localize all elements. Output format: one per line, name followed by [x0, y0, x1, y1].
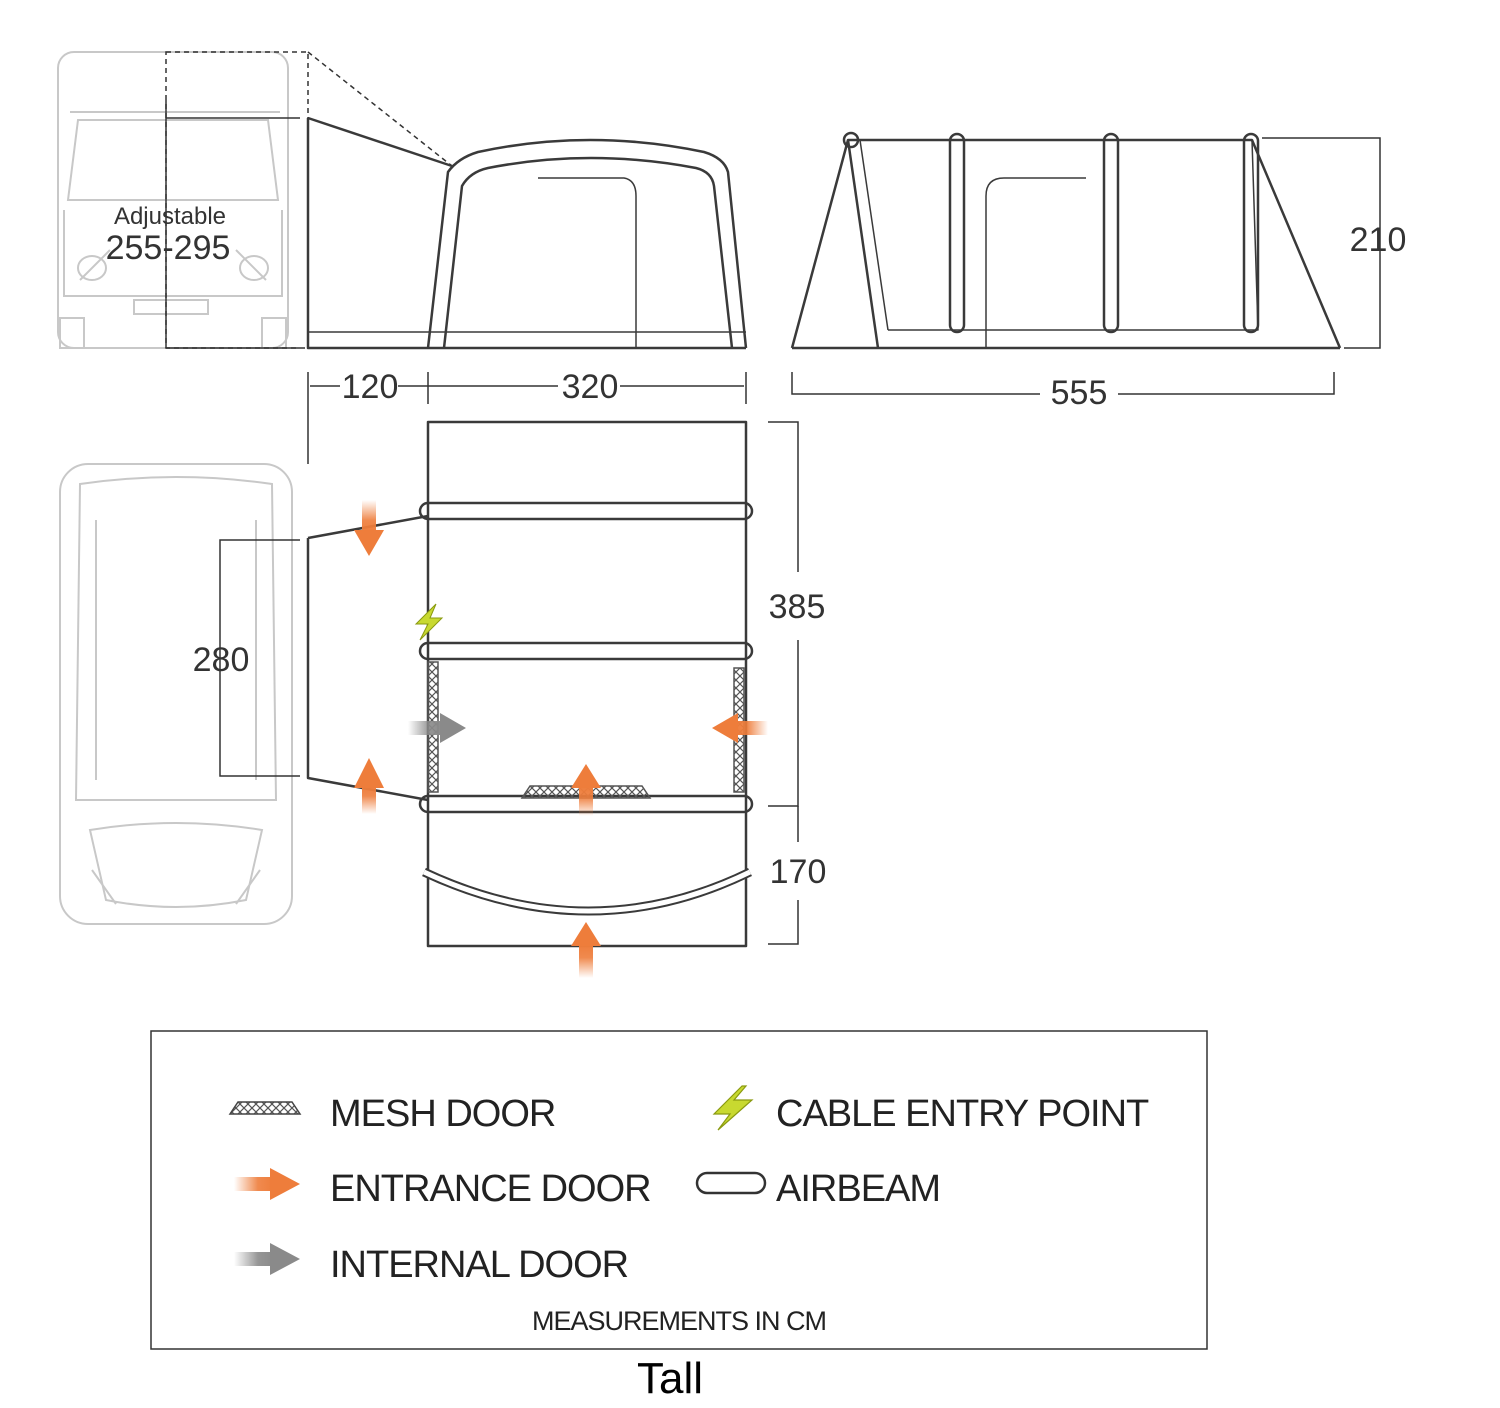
main-width-label: 320 — [562, 368, 619, 406]
awning-front-view — [306, 116, 748, 350]
legend-cable-entry-point: CABLE ENTRY POINT — [776, 1093, 1149, 1135]
internal-door-plan — [408, 713, 466, 743]
awning-side-view — [790, 131, 1342, 350]
adjustable-label: Adjustable — [114, 203, 226, 230]
vehicle-top-view — [59, 463, 293, 925]
legend-box — [150, 1030, 1208, 1350]
main-depth-label: 385 — [769, 588, 826, 626]
dimension-lines-top — [307, 137, 1381, 464]
legend-mesh-door: MESH DOOR — [330, 1093, 555, 1135]
internal-door-icon — [234, 1243, 300, 1275]
porch-depth-label: 170 — [770, 853, 827, 891]
legend: MESH DOOR ENTRANCE DOOR INTERNAL DOOR CA… — [150, 1030, 1208, 1350]
entrance-door-icon — [234, 1168, 300, 1200]
height-label: 210 — [1350, 221, 1407, 259]
measurements-note: MEASUREMENTS IN CM — [532, 1306, 826, 1336]
airbeam-middle — [418, 641, 754, 661]
total-length-label: 555 — [1051, 374, 1108, 412]
airbeam-icon — [695, 1171, 767, 1195]
legend-internal-door: INTERNAL DOOR — [330, 1244, 628, 1286]
cable-entry-bolt-icon — [712, 1085, 754, 1131]
connector-length-label: 120 — [342, 368, 399, 406]
legend-entrance-door: ENTRANCE DOOR — [330, 1168, 651, 1210]
vehicle-front-view — [57, 51, 289, 349]
dimension-lines-plan — [768, 421, 799, 945]
adjustable-range-label: 255-295 — [106, 229, 231, 267]
vehicle-side-width-guide — [219, 539, 300, 777]
cable-entry-bolt-plan — [414, 603, 444, 641]
vehicle-side-width-label: 280 — [193, 641, 250, 679]
airbeam-top — [418, 501, 754, 521]
mesh-door-icon — [228, 1101, 302, 1115]
entrance-doors-plan — [354, 500, 768, 978]
model-caption: Tall — [637, 1354, 703, 1403]
legend-airbeam: AIRBEAM — [776, 1168, 940, 1210]
